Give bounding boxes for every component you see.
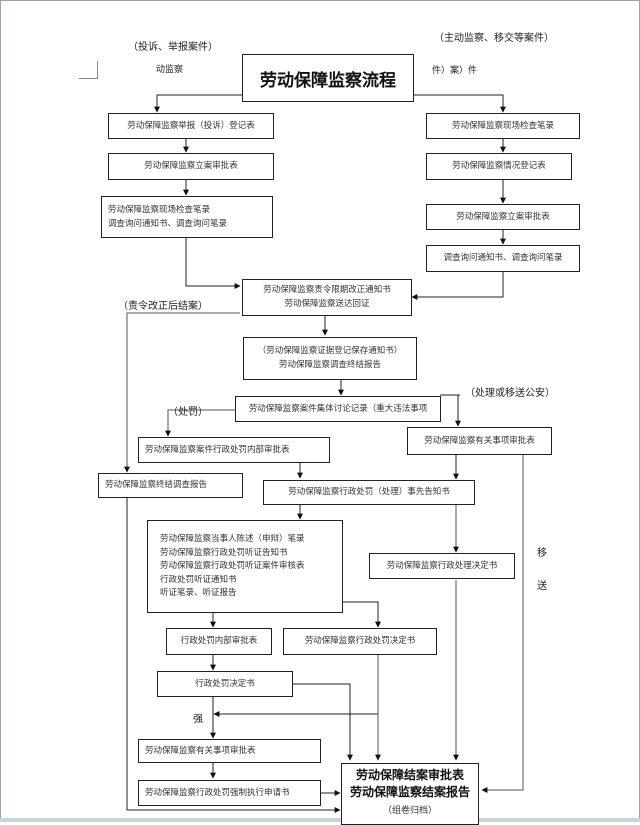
right-situation-register-box: 劳动保障监察情况登记表 (426, 153, 572, 180)
box-text: 劳动保障监察责令限期改正通知书 (263, 285, 391, 296)
box-text: 劳动保障监察举报（投诉）登记表 (127, 120, 255, 131)
penalty-decision-box: 行政处罚决定书 (157, 671, 293, 697)
box-text: 劳动保障监察行政处罚听证案件审核表 (160, 561, 305, 572)
rectify-notice-box: 劳动保障监察责令限期改正通知书 劳动保障监察送达回证 (242, 279, 412, 316)
connector-left-3-rectify (185, 238, 241, 289)
box-text: 劳动保障监察行政处罚听证告知书 (160, 547, 288, 558)
box-text: 劳动保障监察行政处理决定书 (386, 560, 498, 571)
box-text: 劳动保障监察现场检查笔录 (451, 120, 554, 131)
box-text: 劳动保障监察当事人陈述（申辩）笔录 (160, 533, 305, 544)
left-fragment-label: 动监察 (156, 65, 184, 75)
left-report-register-box: 劳动保障监察举报（投诉）登记表 (108, 113, 274, 139)
box-text: 劳动保障监察行政处罚强制执行申请书 (145, 787, 290, 798)
box-text: 劳动保障监察终结调查报告 (105, 480, 208, 491)
connector-decision-final (293, 683, 353, 761)
box-text: 劳动保障监察行政处罚（处理）事先告知书 (288, 487, 450, 498)
enforce-matters-review-box: 劳动保障监察有关事项审批表 (138, 739, 321, 763)
right-fragment-label: 件）案）件 (432, 66, 478, 76)
transfer-label-2: 送 (537, 581, 547, 592)
bottom-scroll-strip (0, 818, 640, 822)
page-corner-mark (79, 61, 98, 79)
penalty-internal-review-box: 劳动保障监察案件行政处罚内部审批表 (138, 437, 330, 463)
connector-title-right (414, 94, 506, 113)
enforce-label: 强 (193, 714, 203, 725)
box-text: 行政处罚听证通知书 (160, 574, 237, 585)
transfer-label-1: 移 (537, 548, 547, 559)
box-text: 劳动保障监察送达回证 (284, 299, 370, 309)
final-investigation-report-box: 劳动保障监察终结调查报告 (98, 473, 243, 498)
box-text: 劳动保障监察案件行政处罚内部审批表 (145, 444, 290, 455)
case-closure-box: 劳动保障结案审批表 劳动保障监察结案报告 （组卷归档） (341, 763, 479, 825)
penalty-internal-approval-box: 行政处罚内部审批表 (166, 628, 272, 655)
handle-matters-review-box: 劳动保障监察有关事项审批表 (407, 427, 552, 455)
box-text: 听证笔录、听证报告 (160, 588, 237, 599)
box-text: 行政处罚决定书 (195, 678, 255, 689)
penalty-decision-main-box: 劳动保障监察行政处罚决定书 (283, 628, 437, 655)
connector-title-left (154, 94, 242, 113)
box-text: 劳动保障监察立案审批表 (456, 211, 550, 222)
box-text: 劳动保障监察有关事项审批表 (424, 435, 535, 446)
rectify-close-label: （责令改正后结案） (118, 301, 208, 312)
penalty-label: （处罚） (168, 407, 208, 418)
box-text: 行政处罚内部审批表 (180, 636, 258, 647)
page-title: 劳动保障监察流程 (242, 54, 414, 102)
connector-transfer (481, 455, 524, 793)
collective-discussion-box: 劳动保障监察案件集体讨论记录（重大违法事项 (235, 396, 441, 422)
right-inquiry-box: 调查询问通知书、调查询问笔录 (426, 245, 580, 272)
box-text: 调查询问通知书、调查询问笔录 (108, 218, 228, 229)
box-text: 劳动保障监察有关事项审批表 (145, 745, 256, 756)
box-text: 劳动保障监察立案审批表 (144, 161, 238, 172)
right-case-approval-box: 劳动保障监察立案审批表 (426, 204, 580, 230)
handling-decision-box: 劳动保障监察行政处理决定书 (369, 553, 515, 579)
right-inspection-box: 劳动保障监察现场检查笔录 (426, 113, 580, 139)
box-text: 劳动保障监察情况登记表 (452, 161, 546, 172)
box-text: 劳动保障监察调查终结报告 (278, 360, 381, 370)
box-text: 调查询问通知书、调查询问笔录 (443, 253, 563, 264)
box-text: 劳动保障监察现场检查笔录 (108, 204, 211, 215)
left-source-label: （投诉、举报案件） (128, 42, 218, 53)
left-inspection-box: 劳动保障监察现场检查笔录 调查询问通知书、调查询问笔录 (101, 196, 273, 238)
evidence-report-box: （劳动保障监察证据登记保存通知书） 劳动保障监察调查终结报告 (243, 337, 417, 380)
box-text: 劳动保障监察行政处罚决定书 (304, 636, 416, 647)
archive-note: （组卷归档） (382, 805, 437, 816)
hearing-documents-box: 劳动保障监察当事人陈述（申辩）笔录 劳动保障监察行政处罚听证告知书 劳动保障监察… (147, 520, 343, 613)
connector-right-4-rectify (411, 272, 504, 300)
handle-or-transfer-label: （处理或移送公安） (465, 388, 555, 399)
connector-rectify-close (124, 312, 240, 473)
closure-approval-title: 劳动保障结案审批表 (355, 768, 464, 782)
connector-hearing-decision (341, 601, 381, 628)
connector-final-report (126, 497, 341, 813)
connector-penalty (165, 409, 235, 437)
right-source-label: （主动监察、移交等案件） (434, 33, 554, 44)
left-case-approval-box: 劳动保障监察立案审批表 (108, 153, 274, 180)
enforcement-request-box: 劳动保障监察行政处罚强制执行申请书 (138, 780, 321, 806)
box-text: 劳动保障监察案件集体讨论记录（重大违法事项 (248, 403, 428, 414)
prior-notice-box: 劳动保障监察行政处罚（处理）事先告知书 (263, 480, 475, 505)
closure-report-title: 劳动保障监察结案报告 (349, 784, 470, 799)
box-text: （劳动保障监察证据登记保存通知书） (257, 346, 403, 357)
